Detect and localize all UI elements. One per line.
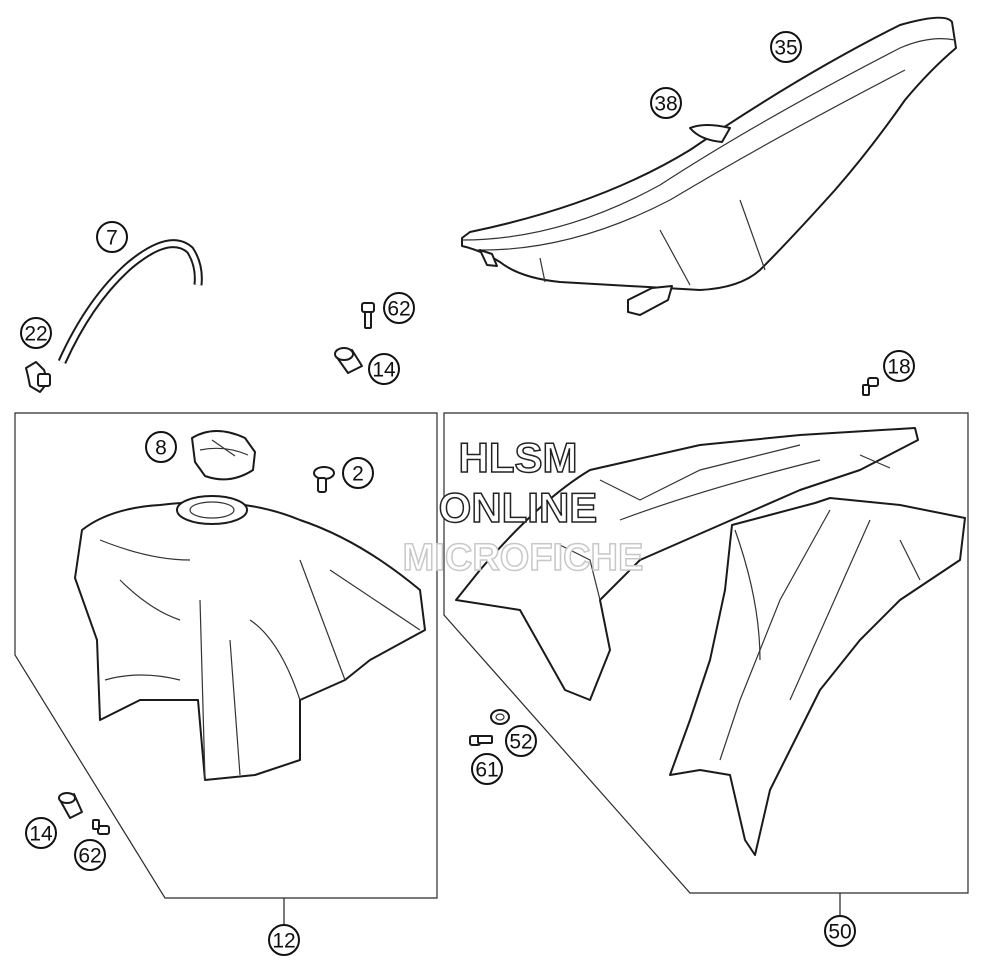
callout-61-label: 61 — [475, 759, 498, 782]
watermark-line-1: HLSM — [459, 434, 578, 481]
callout-7-label: 7 — [106, 227, 118, 250]
watermark: HLSM ONLINE MICROFICHE — [402, 433, 644, 580]
radiator-shroud-upper-part — [455, 427, 919, 701]
shroud-group-frame — [443, 412, 969, 894]
callout-50-label: 50 — [828, 921, 851, 944]
callout-35: 35 — [770, 31, 802, 63]
screw-bottom-part — [92, 819, 110, 835]
callout-62-top: 62 — [383, 292, 415, 324]
callout-22-label: 22 — [24, 323, 47, 346]
callout-18-label: 18 — [887, 356, 910, 379]
elbow-fitting-part — [25, 361, 51, 393]
bushing-top-part — [334, 347, 363, 374]
callout-38-label: 38 — [654, 93, 677, 116]
callout-52-label: 52 — [509, 731, 532, 754]
callout-12: 12 — [268, 924, 300, 956]
bushing-bottom-part — [58, 792, 83, 819]
screw-top-part — [361, 302, 375, 329]
callout-35-label: 35 — [774, 37, 797, 60]
callout-18: 18 — [883, 350, 915, 382]
callout-8: 8 — [145, 431, 177, 463]
watermark-line-2: ONLINE — [439, 484, 598, 531]
callout-62-bottom: 62 — [74, 839, 106, 871]
fuel-tank-group-frame — [14, 412, 438, 899]
callout-52: 52 — [505, 725, 537, 757]
callout-50: 50 — [824, 915, 856, 947]
callout-14-bottom: 14 — [25, 817, 57, 849]
fuel-tank-part — [74, 495, 426, 781]
callout-62-bottom-label: 62 — [78, 845, 101, 868]
callout-2: 2 — [342, 457, 374, 489]
callout-38: 38 — [650, 87, 682, 119]
callout-62-top-label: 62 — [387, 298, 410, 321]
callout-14-top-label: 14 — [372, 359, 396, 382]
radiator-shroud-lower-part — [669, 497, 966, 856]
fuel-hose-part — [57, 239, 203, 364]
watermark-line-3: MICROFICHE — [403, 537, 644, 579]
nut-52-part — [490, 709, 510, 725]
callout-7: 7 — [96, 221, 128, 253]
seat-part — [461, 16, 957, 316]
callout-61: 61 — [471, 753, 503, 785]
fuel-cap-part — [191, 430, 256, 481]
callout-22: 22 — [20, 317, 52, 349]
callout-14-bottom-label: 14 — [29, 823, 53, 846]
callout-14-top: 14 — [368, 353, 400, 385]
callout-8-label: 8 — [155, 437, 167, 460]
callout-12-label: 12 — [272, 930, 295, 953]
screw-61-part — [469, 735, 493, 746]
callout-2-label: 2 — [352, 463, 364, 486]
screw-18-part — [862, 377, 879, 396]
screw-2-part — [313, 466, 335, 493]
